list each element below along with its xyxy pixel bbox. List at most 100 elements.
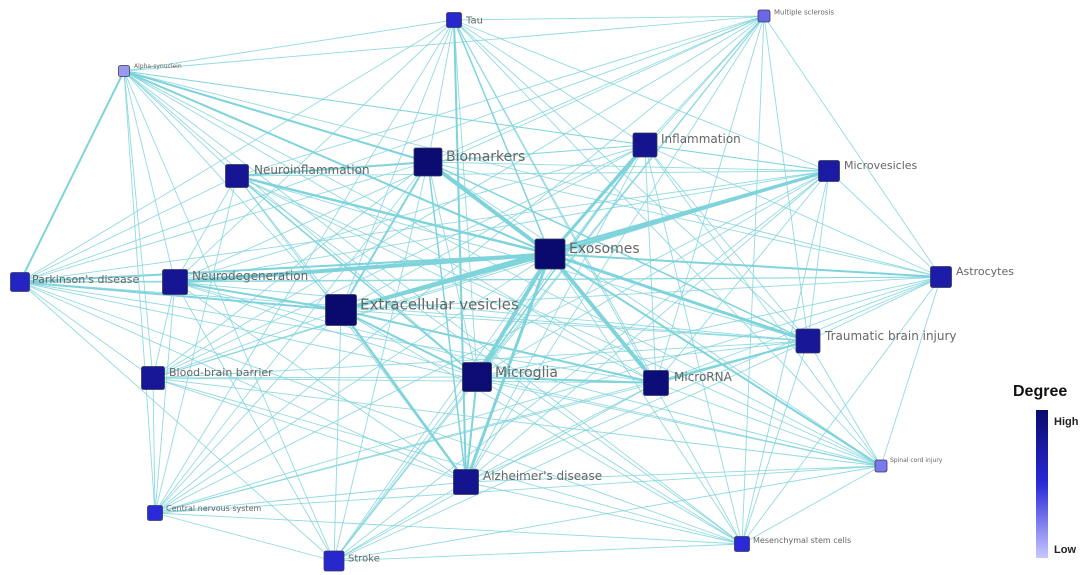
edge-mirna-ad [465,382,657,483]
node-box-as[interactable] [118,65,130,77]
edge-as-msc [123,70,743,545]
edge-ms-pd [19,15,765,283]
node-label-neurodeg: Neurodegeneration [192,269,308,283]
node-infl[interactable]: Inflammation [632,132,741,158]
node-box-neuroinfl[interactable] [225,164,249,188]
edge-micro-sci [476,376,882,467]
edge-ad-msc [465,481,743,545]
node-neuroinfl[interactable]: Neuroinflammation [225,163,370,188]
node-pd[interactable]: Parkinson's disease [10,272,140,292]
edge-ev-cns [154,309,342,514]
edge-pd-msc [19,281,743,545]
node-exo[interactable]: Exosomes [534,238,640,270]
edge-neuroinfl-neurodeg [174,175,238,283]
node-mv[interactable]: Microvesicles [818,159,918,182]
node-mirna[interactable]: MicroRNA [643,370,733,396]
node-box-neurodeg[interactable] [162,269,188,295]
edge-infl-sci [644,144,882,467]
edge-mirna-bbb [152,377,657,384]
edge-ev-bio [340,161,429,311]
node-msc[interactable]: Mesenchymal stem cells [734,536,852,552]
node-box-cns[interactable] [147,505,163,521]
node-label-tau: Tau [465,16,483,27]
node-sci[interactable]: Spinal cord injury [874,457,943,473]
node-box-sci[interactable] [874,459,888,473]
node-cns[interactable]: Central nervous system [147,504,262,521]
edge-neurodeg-tbi [174,281,809,342]
edge-sci-ad [465,465,882,483]
edge-bbb-msc [152,377,743,545]
edge-astro-msc [741,276,942,545]
edge-mv-neurodeg [174,170,830,283]
edge-micro-bbb [152,376,478,379]
edge-infl-ad [465,144,646,483]
node-box-ad[interactable] [453,469,479,495]
node-micro[interactable]: Microglia [462,362,558,392]
degree-legend: Degree High Low [1013,383,1079,558]
node-label-ms: Multiple sclerosis [774,8,834,16]
edge-mirna-cns [154,382,657,514]
node-box-ms[interactable] [757,9,771,23]
edge-astro-cns [154,276,942,514]
edge-exo-bio [426,160,552,256]
edge-exo-neurodeg [173,252,552,284]
edge-as-neurodeg [123,70,176,283]
node-box-stroke[interactable] [323,550,345,572]
node-box-tbi[interactable] [795,328,821,354]
node-astro[interactable]: Astrocytes [930,265,1015,288]
edge-mv-pd [19,170,830,283]
node-as[interactable]: Alpha-synuclein [118,63,182,77]
node-box-bbb[interactable] [141,366,165,390]
node-neurodeg[interactable]: Neurodegeneration [162,269,309,295]
edge-neurodeg-bbb [152,281,176,379]
edge-exo-infl [548,143,647,256]
node-ad[interactable]: Alzheimer's disease [453,469,603,495]
node-box-micro[interactable] [462,362,492,392]
edge-bio-pd [19,161,429,283]
node-ms[interactable]: Multiple sclerosis [757,8,834,23]
node-bio[interactable]: Biomarkers [413,147,525,177]
node-box-bio[interactable] [413,147,443,177]
edge-ad-cns [154,481,467,514]
edge-tau-exo [453,19,551,255]
edge-bio-cns [154,161,429,514]
edge-exo-mirna [548,252,658,385]
edge-tbi-sci [807,340,882,467]
edge-neurodeg-sci [174,281,882,467]
node-tau[interactable]: Tau [446,12,483,28]
edge-bio-micro [427,161,478,378]
node-box-mirna[interactable] [643,370,669,396]
edge-bio-mv [427,161,830,172]
node-label-ev: Extracellular vesicles [360,295,519,313]
node-label-pd: Parkinson's disease [32,273,139,286]
node-tbi[interactable]: Traumatic brain injury [795,328,957,354]
node-stroke[interactable]: Stroke [323,550,380,572]
node-ev[interactable]: Extracellular vesicles [325,294,519,326]
node-box-astro[interactable] [930,266,952,288]
edge-infl-mv [644,144,830,172]
node-box-exo[interactable] [534,238,566,270]
edge-msc-stroke [333,543,743,562]
node-box-msc[interactable] [734,536,750,552]
node-box-pd[interactable] [10,272,30,292]
edge-infl-msc [644,144,743,545]
node-box-ev[interactable] [325,294,357,326]
edge-pd-tbi [19,281,809,342]
node-label-bbb: Blood-brain barrier [169,366,273,379]
edge-exo-tbi [548,252,810,343]
edge-ms-stroke [333,15,765,562]
edge-neurodeg-stroke [174,281,335,562]
edge-neuroinfl-ev [236,175,342,311]
node-bbb[interactable]: Blood-brain barrier [141,366,274,390]
node-box-mv[interactable] [818,160,840,182]
edge-bio-bbb [152,161,429,379]
edge-bio-tbi [427,161,809,342]
edge-as-neuroinfl [123,70,238,177]
edge-infl-astro [644,144,942,278]
edge-cns-stroke [154,512,335,562]
node-label-astro: Astrocytes [956,265,1014,278]
node-box-infl[interactable] [632,132,658,158]
edge-exo-astro [549,253,942,278]
node-box-tau[interactable] [446,12,462,28]
edge-mv-ad [465,170,830,483]
